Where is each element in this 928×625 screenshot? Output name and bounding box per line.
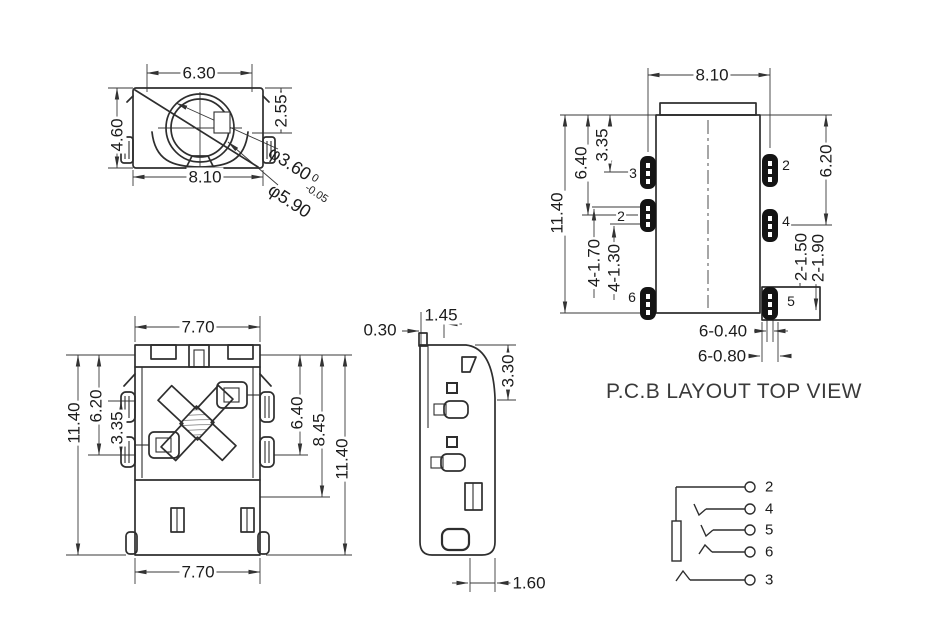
dim-pcb-slot-width: 4-1.30 — [604, 241, 624, 295]
dim-pcb-hole-big: 6-0.80 — [695, 346, 749, 366]
dim-pcb-row-mid: 6.40 — [571, 144, 591, 182]
dim-top-upper: 3.35 — [107, 409, 127, 447]
smd-pads — [640, 154, 778, 320]
dim-top-width-top: 7.70 — [179, 317, 217, 337]
dim-top-length-right: 11.40 — [332, 436, 352, 482]
pad-label-2-left: 2 — [616, 208, 626, 224]
dim-pcb-length: 11.40 — [547, 190, 567, 236]
dim-side-lip: 0.30 — [361, 320, 399, 340]
dim-side-top-width: 1.45 — [422, 305, 460, 325]
dim-pcb-pad-span: 8.10 — [693, 65, 731, 85]
schematic-pin-2: 2 — [765, 478, 774, 496]
side-view — [402, 312, 516, 592]
dim-side-foot: 1.60 — [510, 573, 548, 593]
dim-front-top-width: 6.30 — [180, 63, 218, 83]
dim-front-depth: 2.55 — [271, 92, 291, 130]
dim-side-depth: 3.30 — [498, 352, 518, 390]
pcb-layout-view — [560, 68, 832, 362]
dim-top-length-left: 11.40 — [64, 400, 84, 446]
schematic-pin-6: 6 — [765, 543, 774, 561]
schematic-pin-4: 4 — [765, 500, 774, 518]
pcb-layout-caption: P.C.B LAYOUT TOP VIEW — [606, 380, 862, 403]
dim-pcb-row-top: 3.35 — [592, 126, 612, 164]
dim-pcb-window-b: 2-1.90 — [808, 231, 828, 285]
dim-pcb-slot-length: 4-1.70 — [584, 236, 604, 290]
dim-pcb-hole-small: 6-0.40 — [696, 321, 750, 341]
pin-schematic — [671, 481, 756, 586]
pad-label-5: 5 — [786, 293, 796, 309]
pad-label-2-right: 2 — [781, 157, 791, 173]
dim-pcb-right-span: 6.20 — [816, 142, 836, 180]
pad-label-4: 4 — [781, 213, 791, 229]
dim-top-a: 6.40 — [287, 394, 307, 432]
pad-label-3: 3 — [628, 165, 638, 181]
dim-front-height: 4.60 — [107, 116, 127, 154]
dim-top-b: 8.45 — [309, 411, 329, 449]
schematic-pin-5: 5 — [765, 521, 774, 539]
dim-top-width-bottom: 7.70 — [179, 562, 217, 582]
top-view — [66, 316, 352, 584]
dim-front-bottom-width: 8.10 — [186, 167, 224, 187]
dim-top-mid: 6.20 — [86, 387, 106, 425]
schematic-pin-3: 3 — [765, 571, 774, 589]
pad-label-6: 6 — [627, 289, 637, 305]
